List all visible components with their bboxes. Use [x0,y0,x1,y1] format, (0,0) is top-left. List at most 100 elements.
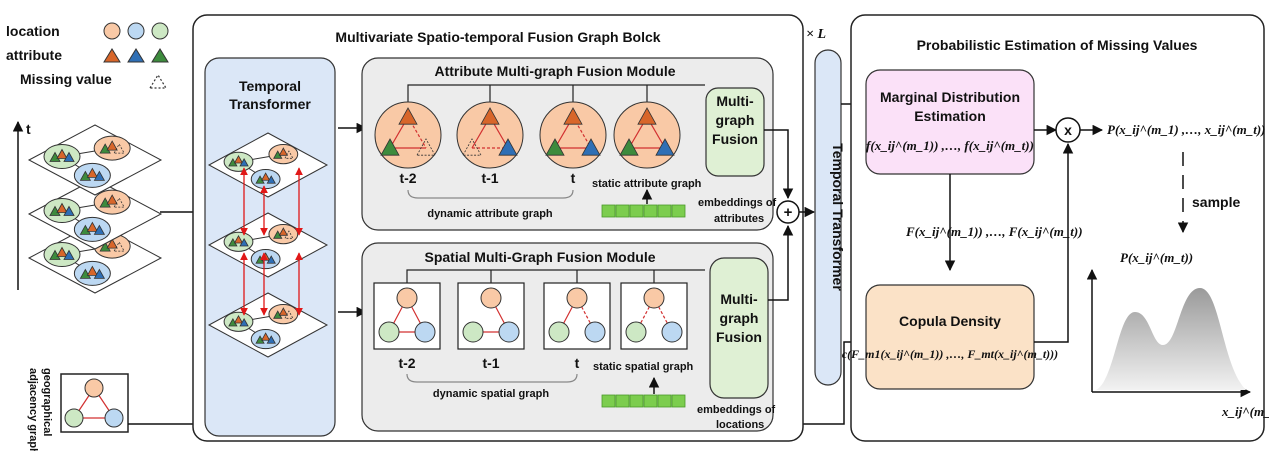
attribute-node-triangle [655,138,675,156]
layer-attribute-triangle [93,170,106,181]
legend-location-label: location [6,23,60,39]
embedding-cell [629,204,644,218]
attribute-node-triangle [563,107,583,125]
layer-attribute-triangle [284,230,294,239]
time-axis-label: t [26,121,31,137]
graph-layer [27,222,163,294]
embedding-cell [601,204,616,218]
fusion-block-title: Multivariate Spatio-temporal Fusion Grap… [335,29,660,45]
density-plot: x_ij^(m_t) [1086,268,1269,419]
adjacency-label-line2: adjacency graph [27,368,39,451]
spatial-fusion-box [709,257,769,399]
layer-attribute-triangle [113,197,125,208]
adjacency-node-orange [84,378,104,398]
layer-attribute-triangle [278,147,289,156]
attr-time-label-t: t [571,170,576,186]
attribute-module-title: Attribute Multi-graph Fusion Module [434,63,675,79]
attribute-node-triangle [581,138,601,156]
layer-attribute-triangle [56,148,68,159]
copula-to-times-arrow [1034,142,1074,343]
attribute-node-triangle [380,138,400,156]
attribute-graph [374,101,442,169]
spatial-node-blue [661,321,683,343]
embedding-cell [601,394,616,408]
layer-attribute-triangle [233,314,244,324]
layer-attribute-triangle [106,140,118,151]
spatial-graph [543,282,611,350]
embedding-cell [643,394,658,408]
attr-fusion-line2: graph [716,112,755,128]
attr-embeddings-label-line2: attributes [714,213,764,225]
temporal-transformer-label-line1: Temporal [239,78,301,94]
adjacency-label-line1: geographical [41,368,53,436]
adjacency-node-green [64,408,84,428]
spatial-node-green [378,321,400,343]
embedding-cell [615,204,630,218]
attribute-graphs [374,101,681,169]
layer-attribute-triangle [239,157,249,167]
adjacency-graph: geographical adjacency graph [27,336,864,451]
legend-attribute-triangle-blue [127,48,145,63]
dynamic-attribute-graph-label: dynamic attribute graph [427,208,553,220]
dynamic-spatial-graph-label: dynamic spatial graph [433,388,549,400]
spatial-graph [620,282,688,350]
layer-attribute-triangle [260,332,271,341]
spatial-node-green [625,321,647,343]
layer-attribute-triangle [266,335,276,344]
probabilistic-title: Probabilistic Estimation of Missing Valu… [917,37,1198,53]
vertical-temporal-transformer [814,49,842,386]
attr-time-label-t-2: t-2 [399,170,416,186]
copula-density-box [865,284,1035,390]
attr-fusion-line3: Fusion [712,131,758,147]
layer-attribute-triangle [56,246,68,257]
layer-attribute-triangle [63,249,75,260]
spatial-graphs [373,282,688,350]
layer-attribute-triangle [239,237,249,247]
joint-probability-formula: P(x_ij^(m_1) ,…, x_ij^(m_t)) [1107,122,1266,137]
legend-missing-triangle [148,73,168,89]
attribute-fusion-box [705,87,765,177]
spatial-node-orange [566,287,588,309]
legend-location-circle-green [151,22,169,40]
marginal-label-line1: Marginal Distribution [880,89,1020,105]
spatial-module-title: Spatial Multi-Graph Fusion Module [425,249,656,265]
layer-attribute-triangle [113,241,125,252]
attribute-node-triangle [416,138,436,156]
legend-location-circle-orange [103,22,121,40]
layer-attribute-triangle [106,238,118,249]
layer-attribute-triangle [63,151,75,162]
sp-embeddings-label-line2: locations [716,419,764,431]
layer-attribute-triangle [93,268,106,279]
graph-layer [27,178,163,250]
layer-attribute-triangle [266,255,276,264]
copula-formula: c(F_m1(x_ij^(m_1)) ,…, F_mt(x_ij^(m_t))) [842,347,1058,361]
temporal-transformer-label-line2: Transformer [229,96,311,112]
sp-time-label-t: t [575,355,580,371]
attribute-node-triangle [619,138,639,156]
layer-attribute-triangle [63,205,75,216]
sp-time-label-t-2: t-2 [398,355,415,371]
embedding-cell [657,394,672,408]
sp-fusion-line3: Fusion [716,329,762,345]
layer-attribute-triangle [86,167,99,178]
embedding-cell [671,394,686,408]
layer-attribute-triangle [284,150,294,159]
spatial-bracket-top [406,269,705,285]
legend-attribute-triangle-green [151,48,169,63]
sp-fusion-line1: Multi- [720,291,758,307]
embedding-cell [629,394,644,408]
marginal-formula: f(x_ij^(m_1)) ,…, f(x_ij^(m_t)) [866,138,1034,153]
attr-time-label-t-1: t-1 [481,170,498,186]
attribute-graph [539,101,607,169]
spatial-node-blue [584,321,606,343]
attribute-node-triangle [462,138,482,156]
plus-symbol: + [784,204,793,221]
attribute-node-triangle [545,138,565,156]
spatial-node-orange [396,287,418,309]
attribute-node-triangle [398,107,418,125]
static-attribute-graph-label: static attribute graph [592,178,702,190]
attr-embeddings-label-line1: embeddings of [698,197,777,209]
attribute-node-triangle [637,107,657,125]
layer-attribute-triangle [106,194,118,205]
